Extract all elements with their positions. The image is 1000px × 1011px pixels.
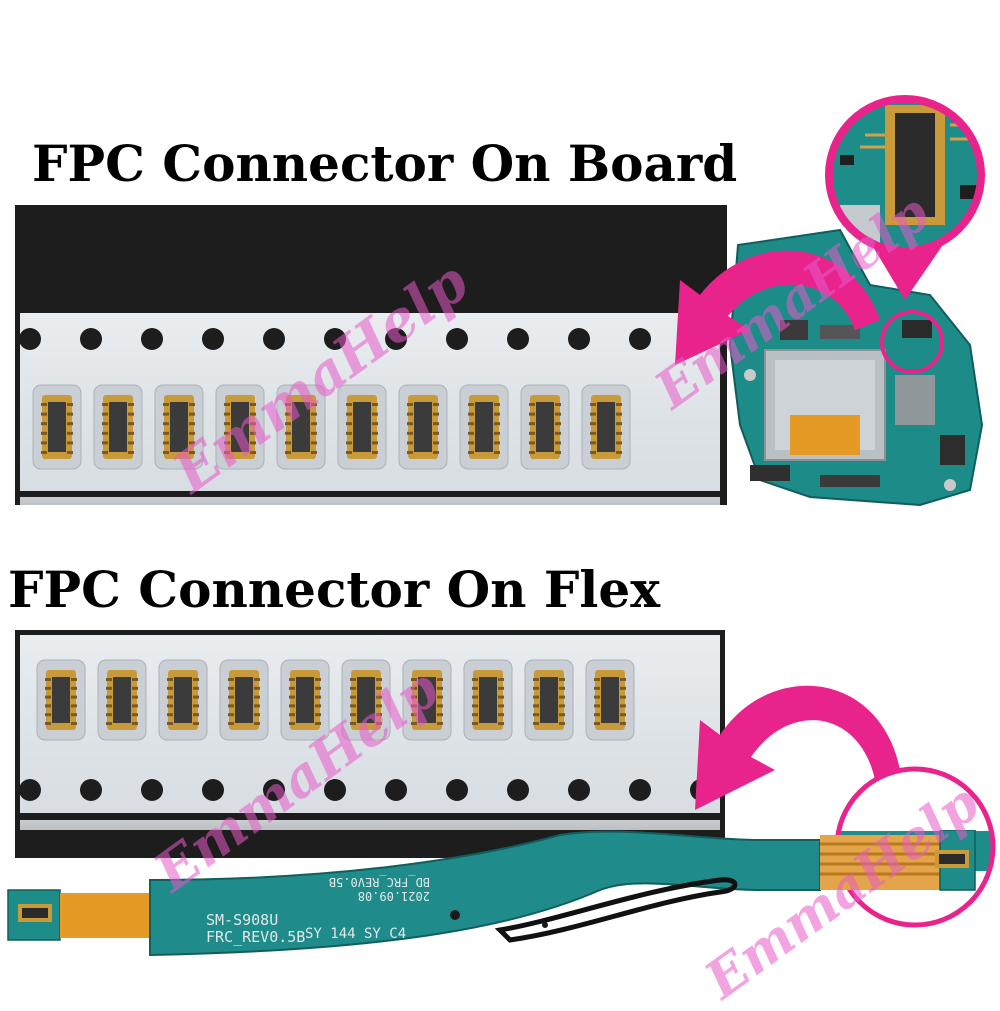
magnifier-inset — [825, 95, 985, 300]
fpc-connector — [463, 659, 513, 741]
sprocket-hole — [324, 328, 346, 350]
fpc-connector — [520, 384, 570, 470]
arrow-icon — [695, 685, 900, 810]
fpc-connector — [585, 659, 635, 741]
title-board: FPC Connector On Board — [32, 134, 738, 193]
sprocket-hole — [385, 328, 407, 350]
fpc-connector — [36, 659, 86, 741]
fpc-connector — [93, 384, 143, 470]
flex-silkscreen-left: SM-S908U FRC_REV0.5B — [206, 912, 305, 946]
fpc-connector — [402, 659, 452, 741]
fpc-connector — [215, 384, 265, 470]
sprocket-hole — [385, 779, 407, 801]
arrow-icon — [675, 250, 880, 365]
fpc-connector — [337, 384, 387, 470]
flex-code-text: SY 144 SY C4 — [305, 926, 407, 942]
sprocket-hole — [202, 779, 224, 801]
sprocket-hole — [507, 328, 529, 350]
sprocket-hole — [263, 779, 285, 801]
fpc-connector — [154, 384, 204, 470]
carrier-tape-edge — [20, 497, 720, 505]
flex-cable-photo — [7, 830, 976, 957]
sprocket-hole — [263, 328, 285, 350]
sprocket-hole — [324, 779, 346, 801]
sprocket-hole — [80, 328, 102, 350]
sprocket-hole — [629, 779, 651, 801]
motherboard-photo — [728, 228, 984, 507]
fpc-connector — [459, 384, 509, 470]
board-connector-highlight-circle — [880, 310, 944, 374]
flex-rev-mirrored-text: BD_FRC_REV0.5B — [328, 875, 430, 889]
fpc-connector — [398, 384, 448, 470]
sprocket-hole — [19, 779, 41, 801]
sprocket-hole — [568, 328, 590, 350]
fpc-connector — [280, 659, 330, 741]
fpc-connector — [581, 384, 631, 470]
sprocket-hole — [629, 328, 651, 350]
board-tape-graphics — [19, 328, 712, 470]
sprocket-hole — [568, 779, 590, 801]
sprocket-hole — [80, 779, 102, 801]
title-flex: FPC Connector On Flex — [8, 560, 661, 619]
fpc-connector — [219, 659, 269, 741]
sprocket-hole — [446, 779, 468, 801]
sprocket-hole — [19, 328, 41, 350]
sprocket-hole — [141, 779, 163, 801]
fpc-connector — [276, 384, 326, 470]
flex-date-mirrored-text: 2021.09.08 — [357, 889, 430, 903]
sprocket-hole — [507, 779, 529, 801]
carrier-tape-edge — [20, 820, 720, 830]
fpc-connector — [341, 659, 391, 741]
sprocket-hole — [141, 328, 163, 350]
fpc-connector — [524, 659, 574, 741]
flex-silkscreen-mirrored: 2021.09.08 BD_FRC_REV0.5B — [329, 875, 430, 903]
fpc-connector — [97, 659, 147, 741]
fpc-connector — [32, 384, 82, 470]
sprocket-hole — [446, 328, 468, 350]
flex-connector-tape-photo — [15, 630, 725, 858]
sprocket-hole — [202, 328, 224, 350]
flex-tape-graphics — [19, 659, 712, 801]
fpc-connector — [158, 659, 208, 741]
board-connector-tape-photo — [15, 205, 727, 505]
flex-model-text: SM-S908U — [206, 911, 279, 929]
flex-revision-text: FRC_REV0.5B — [206, 928, 306, 946]
